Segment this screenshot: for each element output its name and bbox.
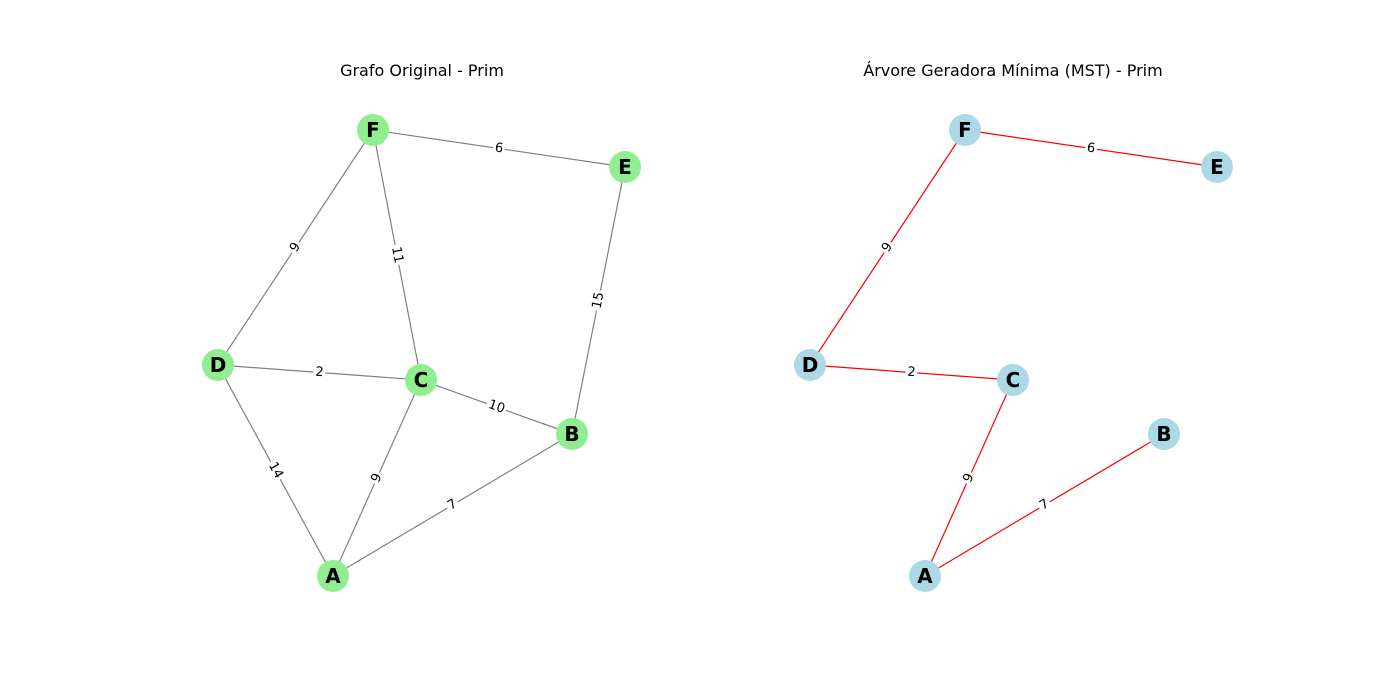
node-d: D: [794, 349, 826, 381]
node-c: C: [997, 364, 1029, 396]
edge-weight-label: 14: [263, 457, 288, 484]
edge-weight-background: [263, 457, 288, 484]
edge-weight-background: [312, 364, 327, 381]
node-e: E: [1201, 151, 1233, 183]
node-circle: [949, 114, 981, 146]
node-circle: [609, 151, 641, 183]
node-c: C: [405, 364, 437, 396]
edge-weight-background: [367, 469, 387, 487]
edge-weight-background: [904, 364, 919, 381]
node-label: B: [1156, 422, 1171, 446]
edge-weight-text: 10: [486, 397, 507, 417]
edge-weight-background: [491, 139, 507, 158]
panel-original: Grafo Original - Prim 6 9 11 15 2 10 14 9 7 A B C D…: [202, 61, 641, 592]
panel-title-mst: Árvore Geradora Mínima (MST) - Prim: [863, 61, 1162, 80]
edge-weight-background: [1035, 495, 1054, 515]
node-label: E: [618, 155, 632, 179]
node-circle: [202, 349, 234, 381]
edge-weight-background: [588, 289, 609, 312]
node-b: B: [1148, 418, 1180, 450]
edge-weight-text: 14: [265, 460, 286, 482]
edge-weight-background: [484, 396, 509, 418]
edge-weight-label: 6: [1083, 139, 1099, 158]
edge-weight-text: 2: [907, 365, 916, 381]
edge-weight-background: [443, 495, 462, 515]
node-circle: [405, 364, 437, 396]
node-a: A: [909, 560, 941, 592]
edge-weight-label: 9: [959, 469, 979, 487]
edges-mst: 6 9 2 9 7: [809, 129, 1218, 577]
edge-weight-text: 11: [388, 245, 406, 264]
node-b: B: [556, 418, 588, 450]
node-label: C: [414, 368, 429, 392]
edge-weight-label: 10: [484, 396, 509, 418]
node-f: F: [949, 114, 981, 146]
node-circle: [909, 560, 941, 592]
edge-weight-label: 2: [904, 364, 919, 381]
edge-weight-label: 7: [1035, 495, 1054, 515]
edge-weight-label: 15: [588, 289, 609, 312]
edge-weight-label: 9: [367, 469, 387, 487]
edges-original: 6 9 11 15 2 10 14 9 7: [217, 129, 626, 577]
node-label: B: [564, 422, 579, 446]
edge-weight-label: 11: [387, 243, 407, 267]
node-d: D: [202, 349, 234, 381]
edge-weight-label: 6: [491, 139, 507, 158]
panel-mst: Árvore Geradora Mínima (MST) - Prim 6 9 2 9…: [794, 61, 1233, 592]
node-circle: [1148, 418, 1180, 450]
nodes-mst: A B C D E F: [794, 114, 1233, 592]
node-circle: [794, 349, 826, 381]
node-label: D: [210, 353, 227, 377]
node-e: E: [609, 151, 641, 183]
edge-weight-background: [387, 243, 407, 267]
node-circle: [997, 364, 1029, 396]
node-circle: [357, 114, 389, 146]
edge-weight-label: 7: [443, 495, 462, 515]
panel-title-original: Grafo Original - Prim: [340, 61, 504, 80]
edge-weight-background: [285, 238, 306, 257]
node-label: A: [325, 564, 341, 588]
edge-weight-label: 2: [312, 364, 327, 381]
node-label: A: [917, 564, 933, 588]
edge-weight-text: 15: [590, 291, 608, 310]
node-a: A: [317, 560, 349, 592]
edge-weight-background: [959, 469, 979, 487]
node-label: D: [802, 353, 819, 377]
edge-weight-text: 2: [315, 365, 324, 381]
node-f: F: [357, 114, 389, 146]
edge-weight-text: 6: [1086, 140, 1096, 156]
edge-weight-text: 6: [494, 140, 504, 156]
edge-weight-background: [877, 238, 898, 257]
edge-weight-background: [1083, 139, 1099, 158]
node-label: C: [1006, 368, 1021, 392]
node-label: E: [1210, 155, 1224, 179]
edge-weight-label: 9: [877, 238, 898, 257]
node-label: F: [366, 118, 380, 142]
nodes-original: A B C D E F: [202, 114, 641, 592]
node-circle: [317, 560, 349, 592]
node-label: F: [958, 118, 972, 142]
edge-weight-label: 9: [285, 238, 306, 257]
node-circle: [1201, 151, 1233, 183]
node-circle: [556, 418, 588, 450]
